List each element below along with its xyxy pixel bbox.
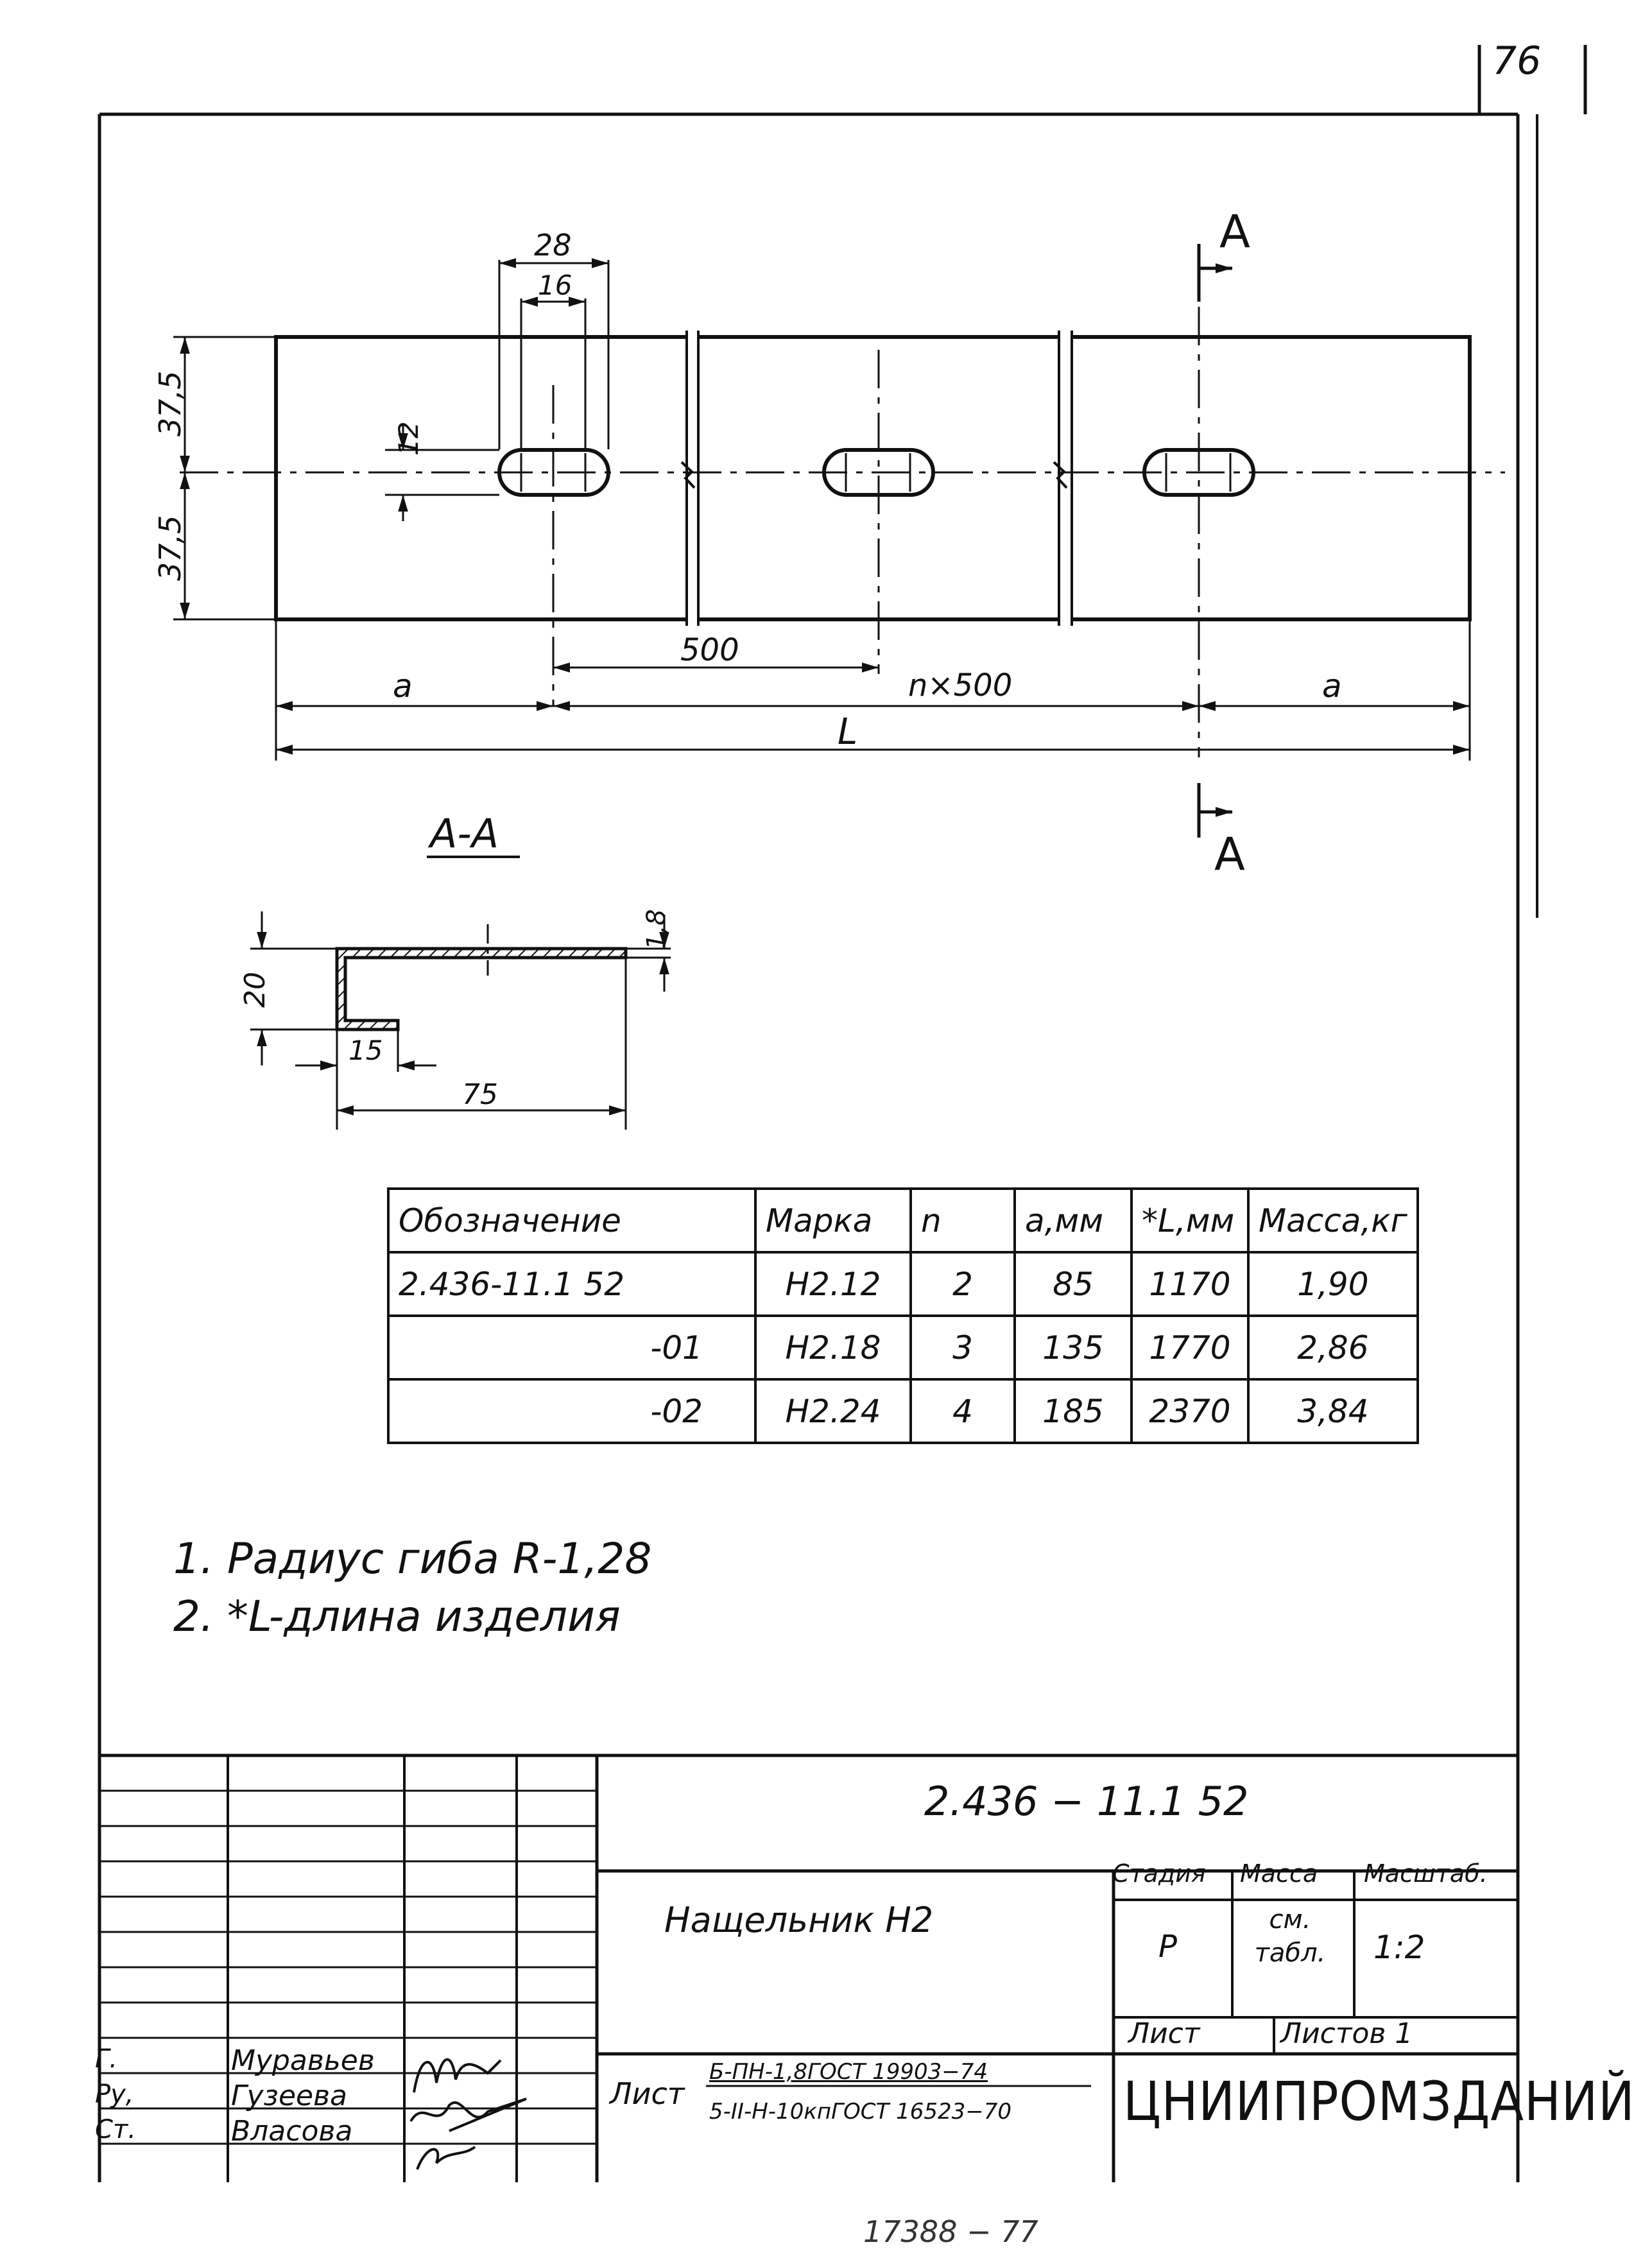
part-outline xyxy=(274,335,1472,621)
material-line-1: Б-ПН-1,8ГОСТ 19903−74 xyxy=(709,2059,988,2085)
dim-pitch: 500 xyxy=(680,632,739,668)
cell-n: 2 xyxy=(909,1251,1016,1317)
section-marker-top: A xyxy=(1219,205,1250,258)
dim-total-width: 75 xyxy=(462,1078,498,1111)
cell-designation: -01 xyxy=(387,1314,757,1381)
sheets-label: Листов 1 xyxy=(1280,2017,1413,2050)
cell-designation: -02 xyxy=(387,1378,757,1444)
signer-name: Гузеева xyxy=(231,2080,347,2112)
col-header: Масса,кг xyxy=(1247,1187,1419,1254)
sheet-frame xyxy=(98,45,1587,2182)
dim-flange-height: 20 xyxy=(239,972,271,1008)
section-profile xyxy=(250,856,671,1130)
cell-n: 3 xyxy=(909,1314,1016,1381)
cell-length: 1170 xyxy=(1130,1251,1250,1317)
spec-table: Обозначение Марка n a,мм *L,мм Масса,кг … xyxy=(387,1187,1419,1444)
table-row: -01 Н2.18 3 135 1770 2,86 xyxy=(387,1314,1419,1381)
dim-slot-height: 12 xyxy=(393,421,424,456)
drawing-title: Нащельник Н2 xyxy=(664,1900,934,1940)
cell-mark: Н2.12 xyxy=(754,1251,912,1317)
center-lines xyxy=(180,244,1505,757)
cell-length: 2370 xyxy=(1130,1378,1250,1444)
dim-overall: L xyxy=(838,711,858,753)
material-list-label: Лист xyxy=(610,2076,685,2111)
dim-thickness: 1,8 xyxy=(642,909,671,950)
signer-role: Г. xyxy=(95,2044,117,2074)
cell-mass: 2,86 xyxy=(1247,1314,1419,1381)
table-row: 2.436-11.1 52 Н2.12 2 85 1170 1,90 xyxy=(387,1251,1419,1317)
col-header: *L,мм xyxy=(1130,1187,1250,1254)
signature-scribbles xyxy=(409,2058,527,2170)
dim-half-height-top: 37,5 xyxy=(153,370,187,436)
page-number: 76 xyxy=(1492,39,1542,83)
dim-flange-width: 15 xyxy=(348,1035,383,1066)
col-header: n xyxy=(909,1187,1016,1254)
dimension-lines xyxy=(173,258,1471,761)
organization-name: ЦНИИПРОМЗДАНИЙ xyxy=(1123,2070,1635,2133)
cell-mark: Н2.18 xyxy=(754,1314,912,1381)
stage-value: Р xyxy=(1158,1929,1177,1965)
col-header: Обозначение xyxy=(387,1187,757,1254)
archive-number: 17388 − 77 xyxy=(863,2214,1038,2249)
section-cut-marks xyxy=(1197,244,1232,838)
cell-mass: 3,84 xyxy=(1247,1378,1419,1444)
section-title: А-А xyxy=(430,810,499,857)
dim-slot-inner: 16 xyxy=(538,270,572,301)
sheet-label: Лист xyxy=(1128,2017,1200,2050)
cell-a: 185 xyxy=(1013,1378,1133,1444)
cell-a: 135 xyxy=(1013,1314,1133,1381)
mass-value: см. табл. xyxy=(1254,1905,1326,1968)
mass-label: Масса xyxy=(1240,1859,1318,1888)
signer-name: Муравьев xyxy=(231,2044,375,2077)
section-marker-bottom: A xyxy=(1214,828,1245,881)
signer-role: Ст. xyxy=(95,2115,136,2144)
scale-value: 1:2 xyxy=(1373,1929,1425,1966)
table-row: -02 Н2.24 4 185 2370 3,84 xyxy=(387,1378,1419,1444)
cell-designation: 2.436-11.1 52 xyxy=(387,1251,757,1317)
col-header: Марка xyxy=(754,1187,912,1254)
cell-a: 85 xyxy=(1013,1251,1133,1317)
dim-half-height-bottom: 37,5 xyxy=(153,515,187,581)
cell-mass: 1,90 xyxy=(1247,1251,1419,1317)
cell-n: 4 xyxy=(909,1378,1016,1444)
signer-name: Власова xyxy=(231,2115,353,2148)
note-length: 2. *L-длина изделия xyxy=(173,1592,621,1641)
table-header-row: Обозначение Марка n a,мм *L,мм Масса,кг xyxy=(387,1187,1419,1254)
cell-length: 1770 xyxy=(1130,1314,1250,1381)
signer-role: Ру, xyxy=(95,2080,134,2109)
cell-mark: Н2.24 xyxy=(754,1378,912,1444)
scale-label: Масштаб. xyxy=(1364,1859,1488,1888)
dim-middle: n×500 xyxy=(908,668,1013,703)
dim-edge-right: a xyxy=(1322,668,1342,705)
col-header: a,мм xyxy=(1013,1187,1133,1254)
dim-edge-left: a xyxy=(393,668,413,705)
stage-label: Стадия xyxy=(1112,1859,1206,1888)
material-line-2: 5-II-Н-10кпГОСТ 16523−70 xyxy=(709,2099,1012,2124)
drawing-code: 2.436 − 11.1 52 xyxy=(924,1778,1249,1825)
break-lines xyxy=(680,331,1073,626)
dim-slot-outer: 28 xyxy=(534,228,572,263)
note-bend-radius: 1. Радиус гиба R-1,28 xyxy=(173,1534,652,1583)
